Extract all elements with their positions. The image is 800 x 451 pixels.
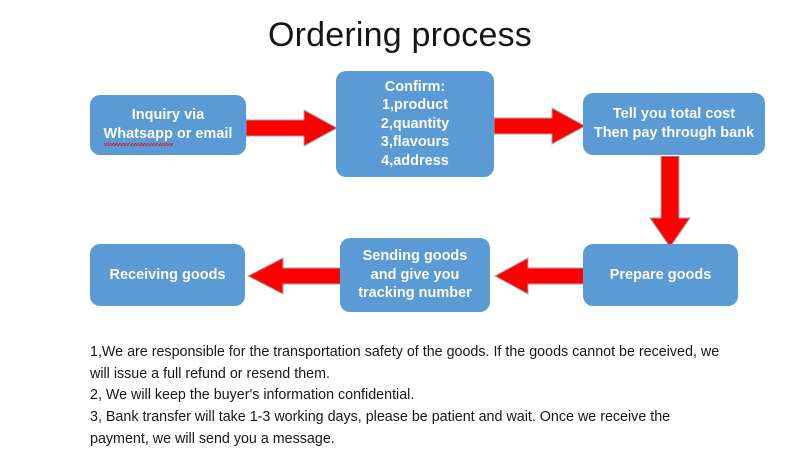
- inquiry-node[interactable]: Inquiry via Whatsapp or email: [90, 95, 246, 155]
- arrow-total-cost-to-prepare-goods: [648, 156, 692, 248]
- terms-notes: 1,We are responsible for the transportat…: [90, 342, 730, 451]
- sending-goods-line-1: Sending goods: [362, 248, 468, 265]
- total-cost-line-1: Tell you total cost: [612, 106, 736, 123]
- confirm-node-label: Confirm: 1,product 2,quantity 3,flavours…: [342, 78, 488, 171]
- confirm-line-5: 4,address: [381, 152, 449, 169]
- inquiry-node-label: Inquiry via Whatsapp or email: [96, 106, 240, 146]
- arrow-sending-goods-to-receiving-goods: [245, 256, 343, 296]
- confirm-line-2: 1,product: [381, 97, 449, 114]
- prepare-goods-node[interactable]: Prepare goods: [583, 244, 738, 306]
- receiving-goods-node[interactable]: Receiving goods: [90, 244, 245, 306]
- confirm-line-4: 3,flavours: [380, 134, 450, 151]
- prepare-goods-line-1: Prepare goods: [609, 266, 712, 283]
- arrow-inquiry-to-confirm: [246, 108, 338, 148]
- note-item-3: 3, Bank transfer will take 1-3 working d…: [90, 409, 671, 447]
- confirm-line-3: 2,quantity: [380, 115, 450, 132]
- receiving-goods-node-label: Receiving goods: [96, 266, 239, 285]
- sending-goods-node[interactable]: Sending goods and give you tracking numb…: [340, 238, 490, 312]
- total-cost-node-label: Tell you total cost Then pay through ban…: [589, 105, 759, 142]
- sending-goods-line-2: and give you: [370, 266, 460, 283]
- arrow-confirm-to-total-cost: [494, 106, 586, 146]
- inquiry-line-1: Inquiry via: [131, 107, 205, 124]
- total-cost-line-2: Then pay through bank: [593, 125, 755, 141]
- note-item-1: 1,We are responsible for the transportat…: [90, 344, 720, 382]
- total-cost-node[interactable]: Tell you total cost Then pay through ban…: [583, 93, 765, 155]
- sending-goods-line-3: tracking number: [358, 285, 472, 302]
- note-item-2: 2, We will keep the buyer's information …: [90, 387, 415, 404]
- page-title: Ordering process: [268, 16, 532, 54]
- receiving-goods-line-1: Receiving goods: [109, 266, 226, 283]
- arrow-prepare-goods-to-sending-goods: [492, 256, 586, 296]
- sending-goods-node-label: Sending goods and give you tracking numb…: [346, 247, 484, 303]
- misspelled-word-whatsapp: Whatsapp: [103, 126, 174, 146]
- confirm-node[interactable]: Confirm: 1,product 2,quantity 3,flavours…: [336, 71, 494, 177]
- inquiry-line-2-rest: or email: [172, 126, 233, 142]
- confirm-line-1: Confirm:: [384, 78, 446, 95]
- inquiry-line-2: Whatsapp or email: [96, 125, 240, 146]
- prepare-goods-node-label: Prepare goods: [589, 266, 732, 285]
